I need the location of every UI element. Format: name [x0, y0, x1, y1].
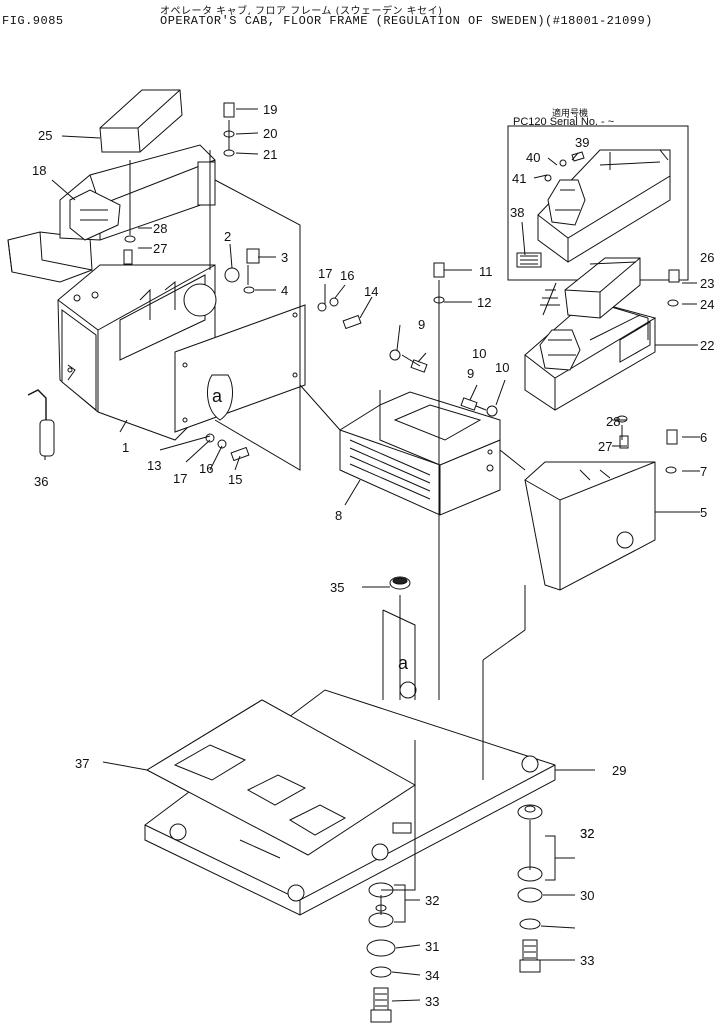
- part-label-36: 36: [34, 474, 48, 489]
- part-label-16: 16: [340, 268, 354, 283]
- part-label-14: 14: [364, 284, 378, 299]
- callout-a-floor: a: [398, 653, 409, 673]
- part-label-35: 35: [330, 580, 344, 595]
- part-label-38: 38: [510, 205, 524, 220]
- grommet-35: [389, 576, 411, 590]
- part-label-27: 27: [598, 439, 612, 454]
- part-label-37: 37: [75, 756, 89, 771]
- callout-a-plate: a: [212, 386, 223, 406]
- part-label-30: 30: [580, 888, 594, 903]
- part-label-32: 32: [580, 826, 594, 841]
- part-label-11: 11: [479, 264, 493, 279]
- part-label-17: 17: [318, 266, 332, 281]
- armrest-pad-18: [7, 231, 93, 283]
- armrest-cushion-25: [99, 89, 183, 153]
- part-label-32: 32: [425, 893, 439, 908]
- inset-serial-label: PC120 Serial No. - ~: [513, 116, 615, 128]
- washer-10-lower: [486, 405, 498, 417]
- small-hardware: [123, 102, 680, 474]
- part-label-27: 27: [153, 241, 167, 256]
- part-label-5: 5: [700, 505, 707, 520]
- figure-number: FIG.9085: [2, 14, 64, 28]
- part-label-13: 13: [147, 458, 161, 473]
- part-label-7: 7: [700, 464, 707, 479]
- part-label-9: 9: [418, 317, 425, 332]
- part-label-8: 8: [335, 508, 342, 523]
- part-label-19: 19: [263, 102, 277, 117]
- part-label-40: 40: [526, 150, 540, 165]
- title-english: OPERATOR'S CAB, FLOOR FRAME (REGULATION …: [160, 14, 653, 28]
- inset-console: [516, 149, 671, 268]
- part-label-33: 33: [425, 994, 439, 1009]
- console-base-5: [524, 461, 656, 591]
- part-label-23: 23: [700, 276, 714, 291]
- callout-labels: a a: [212, 386, 409, 673]
- part-label-28: 28: [606, 414, 620, 429]
- part-label-24: 24: [700, 297, 714, 312]
- part-label-3: 3: [281, 250, 288, 265]
- bolt-9-upper: [401, 354, 428, 373]
- part-label-41: 41: [512, 171, 526, 186]
- part-label-26: 26: [700, 250, 714, 265]
- bolt-9-lower: [460, 397, 487, 411]
- part-label-21: 21: [263, 147, 277, 162]
- part-label-10: 10: [472, 346, 486, 361]
- assembly-lines: [129, 120, 649, 915]
- part-label-18: 18: [32, 163, 46, 178]
- part-label-17: 17: [173, 471, 187, 486]
- leader-lines: [44, 108, 700, 1002]
- part-label-25: 25: [38, 128, 52, 143]
- part-label-39: 39: [575, 135, 589, 150]
- part-label-16: 16: [199, 461, 213, 476]
- inset-applicability-label: 適用号機: [552, 109, 589, 119]
- armrest-cushion-26: [564, 257, 641, 319]
- part-number-labels: 1234567891011121314151617181920212223242…: [32, 102, 714, 1009]
- cover-plate-13: [174, 304, 306, 433]
- part-label-32: 32: [580, 826, 594, 841]
- part-label-2: 2: [224, 229, 231, 244]
- right-console-22: [524, 299, 657, 411]
- title-japanese: オペレータ キャブ, フロア フレーム (スウェーデン キセイ): [160, 6, 443, 17]
- part-label-15: 15: [228, 472, 242, 487]
- part-label-28: 28: [153, 221, 167, 236]
- center-box-8: [339, 391, 501, 516]
- part-label-9: 9: [467, 366, 474, 381]
- part-label-31: 31: [425, 939, 439, 954]
- arrow-marker: [540, 282, 560, 316]
- part-label-1: 1: [122, 440, 129, 455]
- part-label-20: 20: [263, 126, 277, 141]
- part-label-33: 33: [580, 953, 594, 968]
- part-label-12: 12: [477, 295, 491, 310]
- hand-grip-36: [27, 389, 55, 457]
- inset-frame: [507, 125, 689, 281]
- part-label-22: 22: [700, 338, 714, 353]
- part-label-10: 10: [495, 360, 509, 375]
- part-label-29: 29: [612, 763, 626, 778]
- part-label-6: 6: [700, 430, 707, 445]
- washer-10-upper: [389, 349, 401, 361]
- mount-stack-right: [517, 804, 543, 973]
- part-label-4: 4: [281, 283, 288, 298]
- part-label-34: 34: [425, 968, 439, 983]
